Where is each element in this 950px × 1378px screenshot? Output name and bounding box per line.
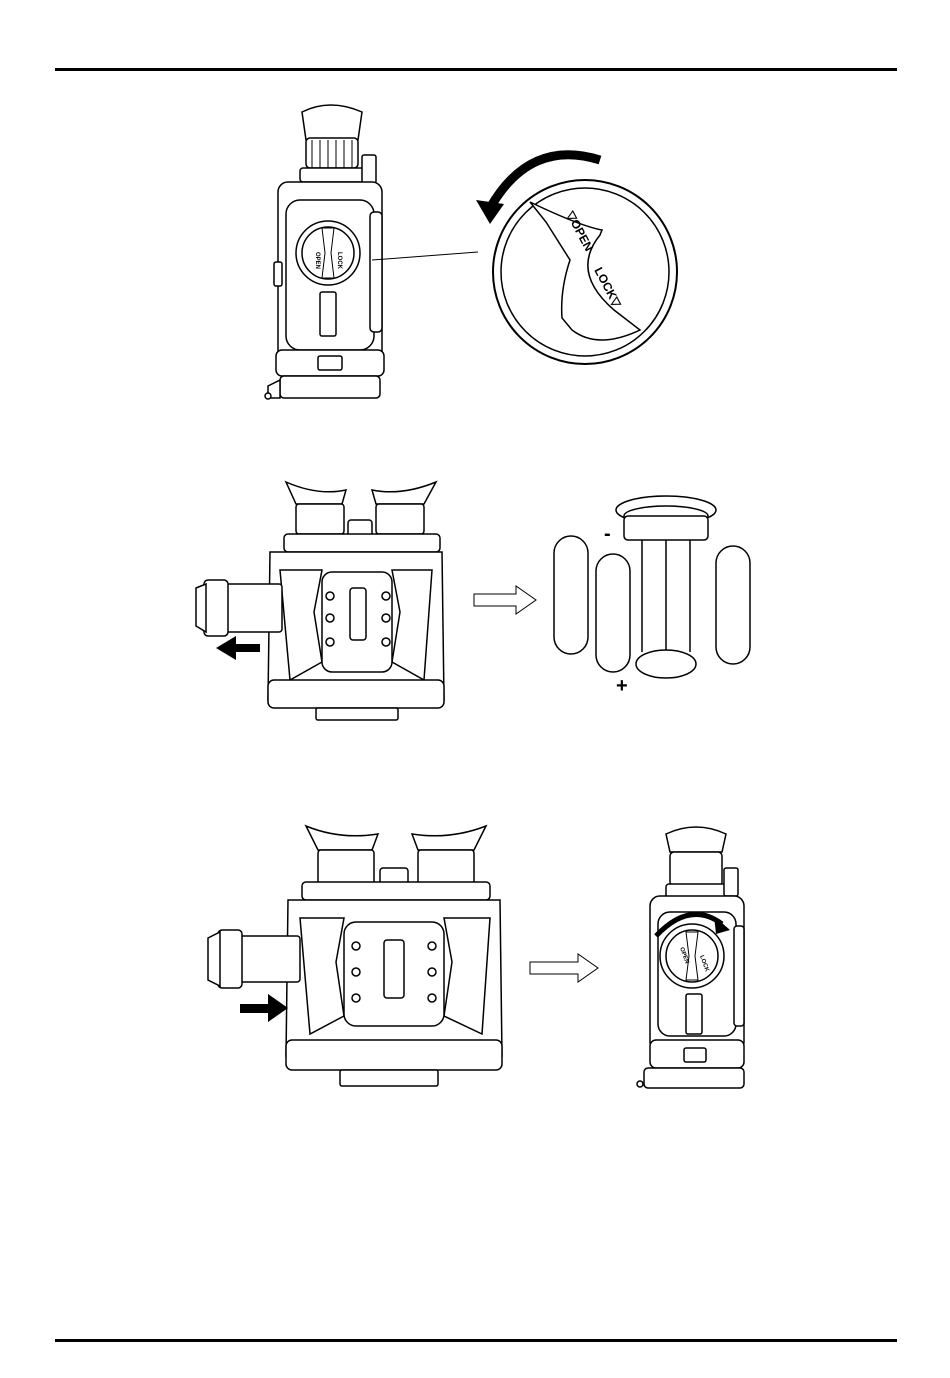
minus-label: - <box>604 523 611 545</box>
device-label-lock: LOCK <box>336 252 342 270</box>
hollow-right-arrow-icon <box>530 954 598 982</box>
right-arrow-icon <box>240 994 288 1022</box>
left-arrow-icon <box>216 636 260 660</box>
figure-2-binocular-front <box>196 482 444 720</box>
figure-3-binocular-front <box>208 826 502 1086</box>
figure-2-battery-holder <box>554 496 750 678</box>
figure-1-cap-closeup: ▽OPEN LOCK▽ <box>493 180 677 364</box>
callout-line <box>372 252 478 260</box>
plus-label: + <box>616 675 628 697</box>
device-label-open: OPEN <box>314 252 320 269</box>
hollow-right-arrow-icon <box>474 586 536 614</box>
figure-1-side-view-device: OPEN LOCK <box>265 105 384 399</box>
figure-3-side-view-device: OPEN LOCK <box>637 827 744 1088</box>
